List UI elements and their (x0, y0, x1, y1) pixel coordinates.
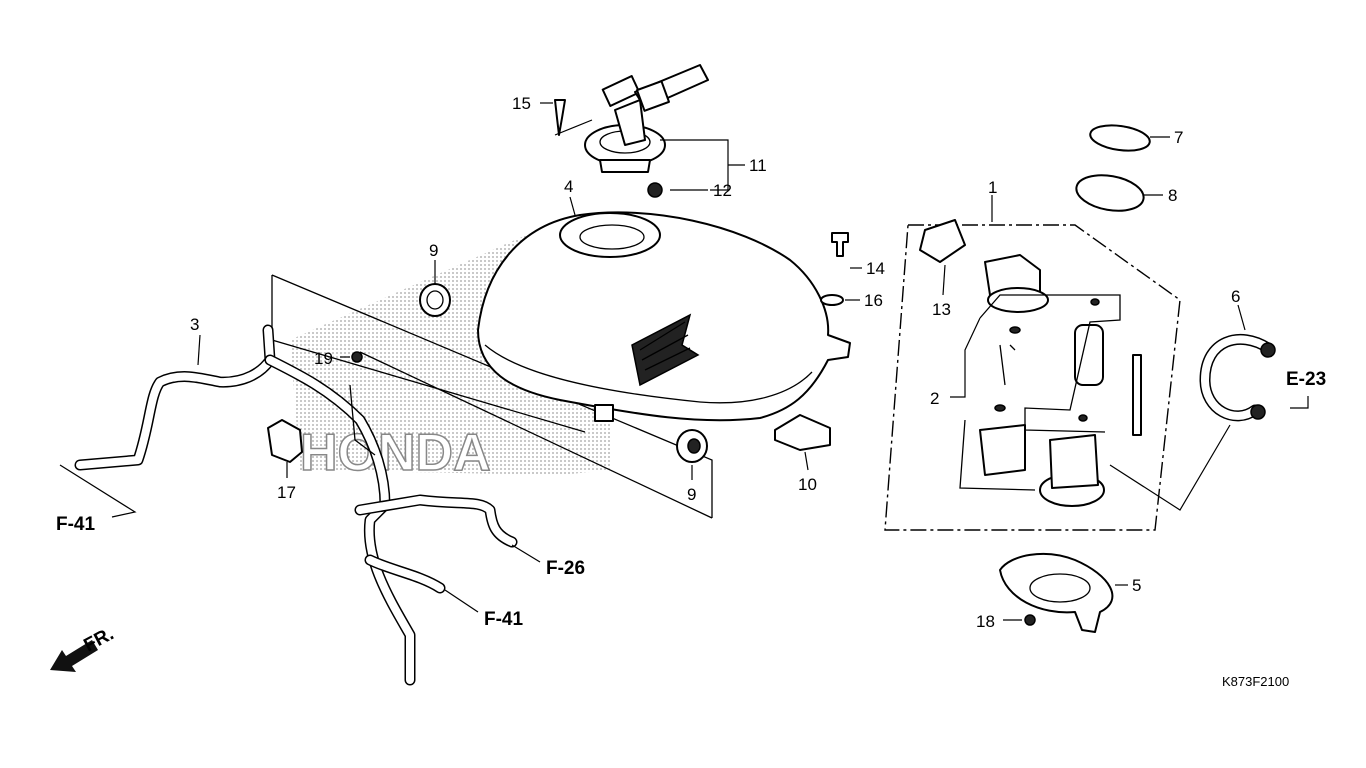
callout-1: 1 (988, 178, 997, 197)
callout-4: 4 (564, 177, 573, 196)
rubber-cushion-lower (676, 429, 708, 463)
o-ring-7 (1089, 124, 1151, 152)
fuel-tank (477, 211, 851, 422)
screw-15 (554, 99, 566, 136)
front-direction-arrow: FR. (50, 624, 117, 672)
callout-8: 8 (1168, 186, 1177, 205)
callout-9-lower: 9 (687, 485, 696, 504)
callout-11: 11 (749, 156, 767, 175)
callout-10: 10 (798, 475, 817, 494)
rubber-cushion-upper (419, 283, 451, 317)
nut-18 (1024, 614, 1036, 626)
callout-6: 6 (1231, 287, 1240, 306)
callout-18: 18 (976, 612, 995, 631)
callout-14: 14 (866, 259, 885, 278)
callout-19: 19 (314, 349, 333, 368)
ref-f41-bottom: F-41 (484, 609, 524, 630)
clip-17 (267, 419, 303, 463)
setting-plate-5 (999, 553, 1114, 633)
callout-16: 16 (864, 291, 883, 310)
reference-labels: F-41 F-26 F-41 E-23 (56, 369, 1326, 630)
callout-2: 2 (930, 389, 939, 408)
ref-f41-left: F-41 (56, 514, 96, 535)
ref-e23: E-23 (1286, 369, 1326, 390)
ref-f26: F-26 (546, 558, 585, 579)
o-ring-8 (1075, 174, 1145, 212)
washer-16 (820, 294, 844, 306)
fuel-cap-assembly (584, 64, 709, 173)
mounting-rubber-10 (774, 414, 831, 451)
callout-9-upper: 9 (429, 241, 438, 260)
callout-3: 3 (190, 315, 199, 334)
callout-12: 12 (713, 181, 732, 200)
diagram-code: K873F2100 (1222, 674, 1289, 689)
leader-lines (59, 102, 1309, 621)
bolt-14 (831, 232, 849, 257)
nut-19 (351, 351, 363, 363)
fuel-hoses (74, 324, 518, 686)
callout-15: 15 (512, 94, 531, 113)
callout-13: 13 (932, 300, 951, 319)
watermark-text: HONDA (300, 424, 491, 482)
callout-5: 5 (1132, 576, 1141, 595)
fuel-pump-group-frame (884, 224, 1181, 531)
callout-numbers: 1 2 3 4 5 6 7 8 9 9 10 11 12 13 14 15 16… (190, 94, 1240, 631)
callout-17: 17 (277, 483, 296, 502)
fuel-pump-assembly (919, 219, 1142, 507)
fuel-hose-6 (1199, 334, 1276, 422)
rubber-plug (647, 182, 663, 198)
callout-7: 7 (1174, 128, 1183, 147)
